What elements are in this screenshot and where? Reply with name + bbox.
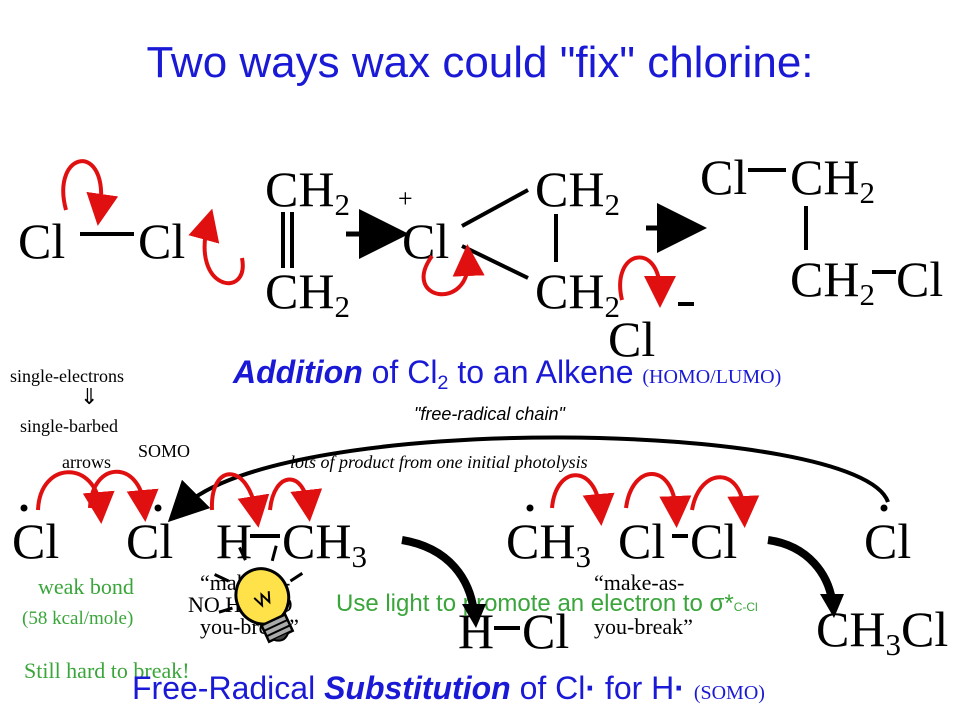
cl-radical-product: Cl <box>864 513 912 569</box>
reaction-arrow-3-head <box>462 604 486 628</box>
substitution-caption: Free-Radical Substitution of Cl· for H· … <box>132 670 765 706</box>
somo-label: SOMO <box>138 441 191 461</box>
cl-left: Cl <box>18 213 66 269</box>
reaction-arrow-4 <box>767 536 836 601</box>
product-ch2-bottom: CH2 <box>790 251 875 312</box>
cl-radical-1: Cl <box>12 513 60 569</box>
note-arrows: arrows <box>62 452 111 472</box>
radical-dot-ch3 <box>526 504 534 512</box>
curved-arrow-cl-bond <box>61 159 119 226</box>
radical-dot-cl1 <box>20 504 28 512</box>
plus-charge: + <box>398 184 413 213</box>
kcal-label: (58 kcal/mole) <box>22 608 134 629</box>
cl-anion: Cl <box>608 311 656 367</box>
ch2-bottom: CH2 <box>265 263 350 324</box>
fishhook-1 <box>36 470 115 524</box>
curved-arrow-pi-bond <box>188 208 245 286</box>
bridge-bond-bottom <box>461 244 529 280</box>
make-as-you-break-2-line2: you-break” <box>594 614 693 639</box>
fishhook-4 <box>268 477 323 522</box>
free-radical-chain-label: "free-radical chain" <box>414 404 565 424</box>
reaction-arrow-4-head <box>820 594 844 618</box>
lots-of-product-label: lots of product from one initial photoly… <box>290 452 588 472</box>
note-down-arrow: ⇓ <box>80 384 99 409</box>
cl-bridged: Cl <box>402 213 450 269</box>
fishhook-6 <box>624 472 692 528</box>
ch3cl-product: CH3Cl <box>816 601 949 662</box>
curved-arrow-bridge <box>421 244 485 297</box>
fishhook-3 <box>209 472 270 528</box>
fishhook-5 <box>550 473 615 526</box>
addition-caption: Addition of Cl2 to an Alkene (HOMO/LUMO) <box>233 354 782 394</box>
cl-radical-2: Cl <box>126 513 174 569</box>
ch3-radical: CH3 <box>506 513 591 574</box>
product-cl-bottom: Cl <box>896 251 944 307</box>
ch2-bridged-top: CH2 <box>535 161 620 222</box>
fishhook-2 <box>88 469 159 522</box>
light-note: Use light to promote an electron to σ*C-… <box>336 590 758 617</box>
light-bulb-icon <box>213 545 304 644</box>
product-cl: Cl <box>700 149 748 205</box>
bridge-bond-top <box>461 188 529 228</box>
fishhook-7 <box>690 475 760 528</box>
product-ch2-top: CH2 <box>790 149 875 210</box>
still-hard-label: Still hard to break! <box>24 658 190 683</box>
make-as-you-break-2-line1: “make-as- <box>594 570 685 595</box>
ch3-group: CH3 <box>282 513 367 574</box>
curved-arrow-anion <box>618 255 676 308</box>
radical-dot-cl-product <box>880 504 888 512</box>
note-single-barbed: single-barbed <box>20 416 118 436</box>
chain-arrow <box>167 435 890 523</box>
reaction-arrow-3 <box>401 536 478 613</box>
ch2-top: CH2 <box>265 161 350 222</box>
ch2-bridged-bottom: CH2 <box>535 263 620 324</box>
note-single-electrons: single-electrons <box>10 366 124 386</box>
product-hcl-cl: Cl <box>522 603 570 659</box>
weak-bond-label: weak bond <box>38 574 134 599</box>
cl2-a: Cl <box>618 513 666 569</box>
radical-dot-cl2 <box>154 504 162 512</box>
cl-right: Cl <box>138 213 186 269</box>
page-title: Two ways wax could "fix" chlorine: <box>146 38 814 87</box>
